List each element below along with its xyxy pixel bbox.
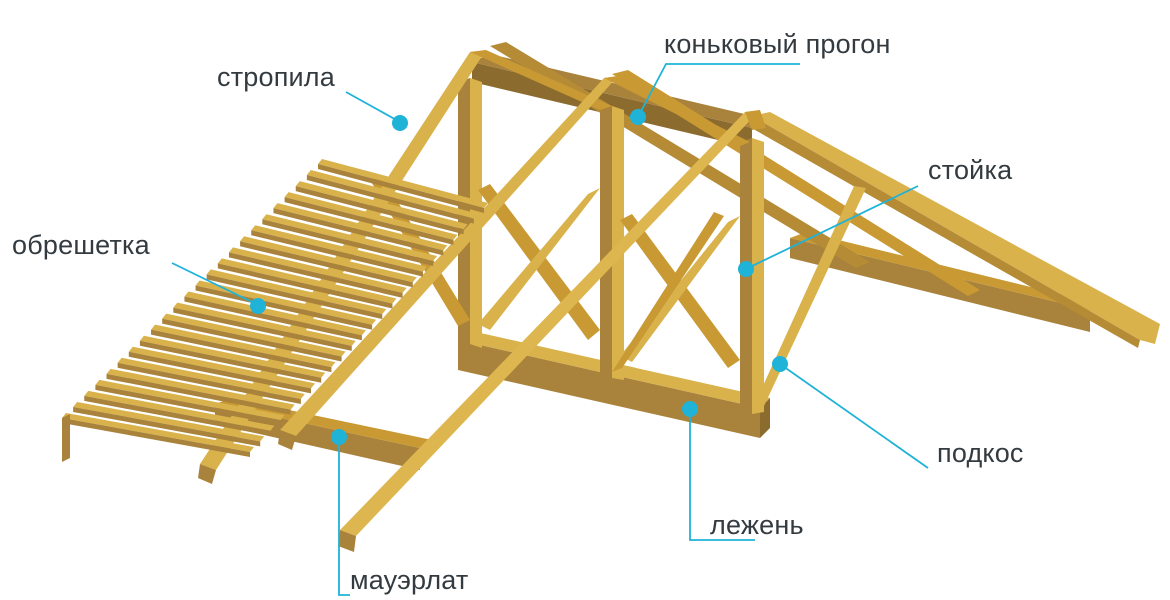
label-wall-plate: мауэрлат (350, 565, 469, 595)
batten-slat (95, 379, 285, 421)
dot-sill (682, 401, 698, 417)
label-sill-beam: лежень (710, 510, 804, 540)
batten-slat-edge (295, 186, 464, 235)
batten-slat (284, 192, 458, 240)
leader-wall-plate (338, 437, 350, 596)
label-post: стойка (928, 155, 1013, 185)
batten-slat-edge (228, 252, 403, 298)
batten-slat-edge (151, 329, 332, 373)
right-rafter-long (748, 112, 1160, 348)
batten-slat (139, 335, 326, 378)
batten-slat-edge (273, 208, 444, 256)
batten-slat-edge (117, 362, 301, 404)
batten-slat-edge (162, 318, 342, 362)
batten-slat-edge (206, 274, 383, 320)
batten-slat (195, 280, 377, 325)
batten-slat (262, 214, 438, 262)
truss-front (338, 110, 766, 552)
dot-rafters (392, 115, 408, 131)
batten-slat (117, 357, 305, 399)
batten-slat (151, 324, 336, 368)
dot-wall-plate (331, 429, 347, 445)
batten-slat-edge (184, 296, 362, 341)
batten-slat-edge (84, 395, 271, 436)
leader-sill (689, 409, 755, 541)
batten-slat (62, 413, 254, 452)
label-battens: обрешетка (12, 230, 150, 260)
batten-slat-edge (217, 263, 393, 309)
dot-battens (250, 298, 266, 314)
batten-slat-edge (251, 230, 423, 277)
batten-slat (306, 170, 478, 219)
batten-slat-edge (240, 241, 413, 288)
dot-post (738, 261, 754, 277)
leader-post (745, 185, 919, 270)
batten-slat (73, 401, 265, 442)
batten-slat-edge (306, 175, 474, 224)
batten-slat (240, 236, 417, 283)
batten-slat (162, 313, 346, 357)
batten-slat-edge (173, 307, 352, 351)
batten-slat (295, 181, 468, 230)
battens (62, 159, 488, 462)
dot-strut (772, 356, 788, 372)
struts (612, 186, 866, 410)
batten-slat (106, 368, 295, 410)
batten-slat-edge (95, 384, 281, 426)
batten-slat-edge (262, 219, 434, 267)
leader-strut (779, 363, 929, 469)
batten-end-board (62, 414, 70, 462)
label-rafters: стропила (217, 62, 335, 92)
batten-slat-edge (284, 197, 454, 245)
batten-slat (251, 225, 427, 272)
batten-slat (217, 258, 397, 304)
batten-slat (128, 346, 316, 389)
batten-slat-edge (318, 164, 484, 213)
batten-slat-edge (106, 373, 291, 415)
batten-slat-edge (139, 340, 322, 383)
marker-dots (250, 109, 788, 445)
leader-ridge (637, 63, 800, 118)
truss-middle (278, 76, 750, 450)
batten-slat (173, 302, 356, 346)
label-strut: подкос (937, 438, 1024, 468)
batten-slat (84, 390, 275, 431)
leader-rafters (345, 91, 401, 123)
batten-slat-edge (62, 418, 250, 457)
batten-slat-edge (128, 351, 312, 394)
batten-slat (206, 269, 387, 315)
batten-slat-edge (73, 406, 261, 447)
batten-slat (318, 159, 488, 208)
leader-battens (171, 262, 259, 306)
batten-slat (273, 203, 448, 251)
batten-slat (228, 247, 407, 293)
label-ridge-purlin: коньковый прогон (664, 29, 891, 59)
leader-lines (171, 63, 929, 596)
dot-ridge (630, 109, 646, 125)
batten-slat (184, 291, 366, 336)
